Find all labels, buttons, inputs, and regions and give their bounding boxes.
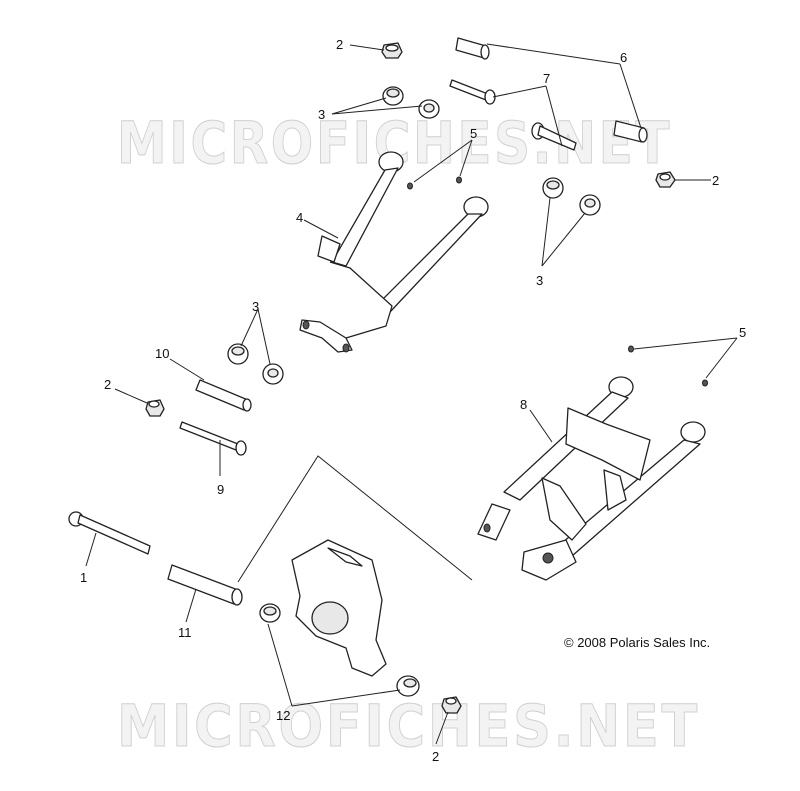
callout-2d: 2 bbox=[432, 749, 439, 764]
callout-5a: 5 bbox=[470, 126, 477, 141]
copyright-text: © 2008 Polaris Sales Inc. bbox=[564, 635, 710, 650]
part-8-lower-a-arm bbox=[477, 376, 706, 581]
callout-11: 11 bbox=[178, 625, 192, 640]
callout-3a: 3 bbox=[318, 107, 325, 122]
part-12-bushing-b bbox=[396, 675, 420, 697]
part-10-sleeve bbox=[195, 379, 252, 412]
part-12-bushing-a bbox=[259, 603, 281, 623]
part-5-fitting-a bbox=[407, 182, 413, 190]
part-4-upper-a-arm bbox=[299, 151, 489, 353]
spindle-knuckle bbox=[291, 539, 387, 677]
explode-line bbox=[237, 455, 473, 583]
leader-lines bbox=[85, 43, 738, 745]
part-3-bushing-c bbox=[542, 177, 564, 199]
part-2-nut-d bbox=[441, 696, 462, 714]
callout-10: 10 bbox=[155, 346, 169, 361]
part-3-bushing-b bbox=[418, 99, 440, 119]
part-5-fitting-c bbox=[628, 345, 634, 353]
part-3-bushing-e bbox=[227, 343, 249, 365]
part-11-sleeve bbox=[167, 564, 243, 606]
part-7-bolt-a bbox=[449, 79, 496, 105]
part-6-bushing-a bbox=[455, 37, 490, 60]
part-3-bushing-f bbox=[262, 363, 284, 385]
callout-8: 8 bbox=[520, 397, 527, 412]
callout-7: 7 bbox=[543, 71, 550, 86]
watermark-bottom: MICROFICHES.NET bbox=[117, 692, 700, 760]
part-5-fitting-b bbox=[456, 176, 462, 184]
part-3-bushing-d bbox=[579, 194, 601, 216]
part-6-bushing-b bbox=[613, 120, 648, 143]
part-3-bushing-a bbox=[382, 86, 404, 106]
callout-3b: 3 bbox=[536, 273, 543, 288]
part-9-bolt bbox=[179, 421, 247, 456]
callout-4: 4 bbox=[296, 210, 303, 225]
part-2-nut-c bbox=[145, 399, 165, 417]
callout-2b: 2 bbox=[712, 173, 719, 188]
callout-9: 9 bbox=[217, 482, 224, 497]
part-2-nut-b bbox=[655, 171, 676, 188]
callout-5b: 5 bbox=[739, 325, 746, 340]
callout-2a: 2 bbox=[336, 37, 343, 52]
watermark-top: MICROFICHES.NET bbox=[117, 109, 672, 177]
callout-12: 12 bbox=[276, 708, 290, 723]
part-7-bolt-b bbox=[531, 122, 577, 151]
callout-6: 6 bbox=[620, 50, 627, 65]
part-5-fitting-d bbox=[702, 379, 708, 387]
part-1-long-bolt bbox=[68, 511, 151, 555]
callout-3c: 3 bbox=[252, 299, 259, 314]
part-2-nut-a bbox=[381, 42, 403, 59]
callout-2c: 2 bbox=[104, 377, 111, 392]
callout-1: 1 bbox=[80, 570, 87, 585]
